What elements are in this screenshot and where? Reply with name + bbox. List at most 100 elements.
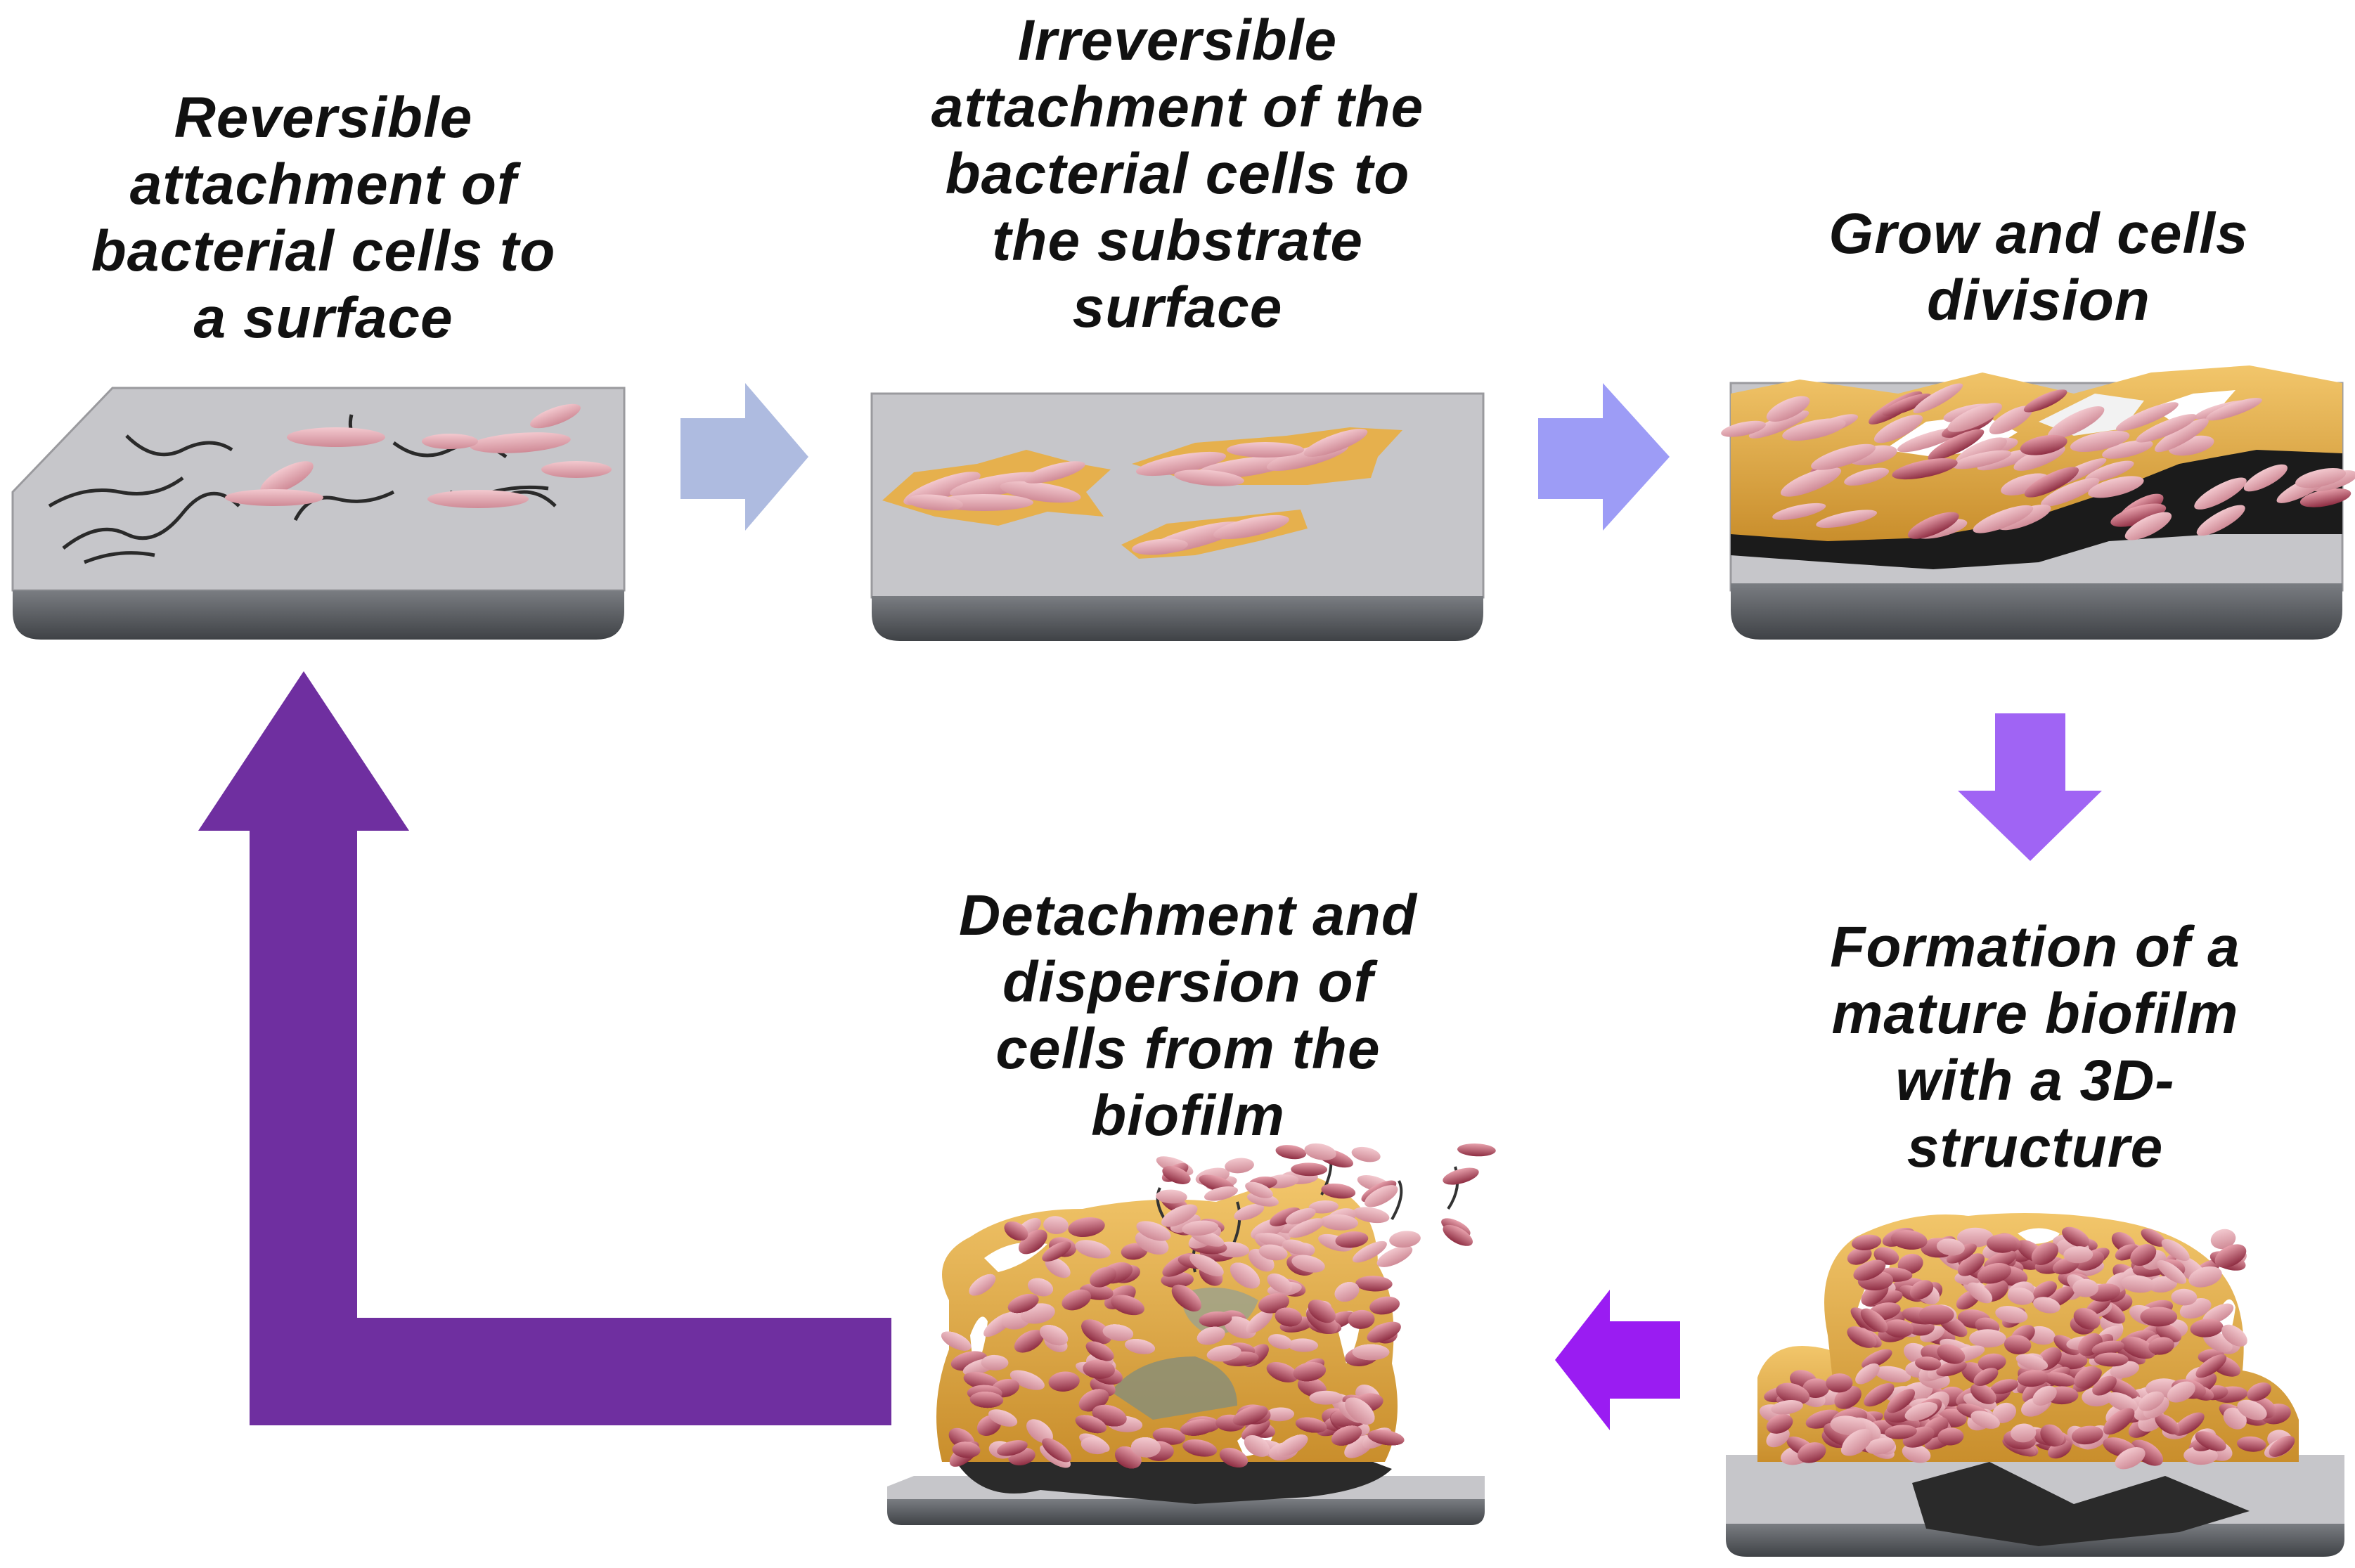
bacterial-cell (1389, 1231, 1421, 1248)
bacterial-cell (1270, 1207, 1301, 1226)
bacterial-cell (1245, 1181, 1273, 1198)
bacterial-cell (969, 1392, 1004, 1408)
bacterial-cell (1780, 467, 1842, 497)
bacterial-cell (1111, 1295, 1144, 1316)
bacterial-cell (1721, 420, 1766, 437)
bacterial-cell (2040, 1424, 2065, 1447)
flagellum (48, 476, 184, 508)
bacterial-cell (225, 489, 323, 506)
bacterial-cell (1816, 510, 1877, 529)
bacterial-cell (1024, 461, 1085, 484)
bacterial-cell (1892, 458, 1958, 480)
bacterial-cell (1048, 1371, 1080, 1392)
bacterial-cell (981, 1354, 1009, 1371)
bacterial-cell (1234, 1203, 1265, 1221)
flagellum (1391, 1180, 1403, 1220)
bacterial-cell (2110, 503, 2167, 527)
bacterial-cell (941, 1331, 972, 1351)
bacterial-cell (1282, 1239, 1310, 1255)
bacterial-cell (1897, 1253, 1923, 1274)
bacterial-cell (1443, 1224, 1473, 1246)
bacterial-cell (1847, 1326, 1877, 1348)
panel-mature-biofilm (1726, 1213, 2344, 1557)
bacterial-cell (1907, 512, 1959, 539)
bacterial-cell (1136, 1221, 1171, 1241)
bacterial-cell (1199, 1311, 1232, 1328)
bacterial-cell (969, 1274, 996, 1296)
bacterial-cell (1275, 1145, 1307, 1160)
bacterial-cell (1004, 1222, 1028, 1241)
bacterial-cell (2115, 1447, 2146, 1470)
bacterial-cell (1125, 1339, 1155, 1354)
bacterial-cell (1913, 383, 1963, 414)
bacterial-cell (1161, 1204, 1198, 1227)
bacterial-cell (1040, 1325, 1069, 1346)
bacterial-cell (2102, 440, 2153, 459)
bacterial-cell (1135, 451, 1227, 477)
bacterial-cell (1083, 1359, 1115, 1379)
bacterial-cell (1772, 503, 1826, 520)
bacterial-cell (1009, 1370, 1045, 1390)
bacterial-cell (1189, 1253, 1224, 1277)
bacterial-cell (2136, 414, 2197, 443)
bacterial-cell (2033, 1281, 2057, 1300)
bacterial-cell (1928, 429, 1985, 461)
bacterial-cell (2190, 1318, 2224, 1337)
bacterial-cell (1995, 1306, 2028, 1323)
bacterial-cell (1348, 1309, 1375, 1329)
bacterial-cell (1855, 1363, 1880, 1385)
bacterial-cell (1265, 1407, 1295, 1422)
stage-label-dispersion: Detachment and dispersion of cells from … (959, 883, 1417, 1148)
bacterial-cell (1266, 1361, 1298, 1383)
bacterial-cell (1045, 1257, 1071, 1278)
bacterial-cell (2155, 1413, 2180, 1434)
bacterial-cell (1180, 1419, 1215, 1436)
bacterial-cell (1873, 415, 1923, 443)
bacterial-cell (1865, 1438, 1896, 1455)
bacterial-cell (1174, 469, 1244, 486)
bacterial-cell (1320, 1214, 1359, 1231)
bacterial-cell (2017, 1370, 2048, 1387)
bacterial-cell (1156, 1189, 1187, 1204)
bacterial-cell (1204, 1186, 1238, 1201)
cells-group (941, 1143, 1496, 1469)
bacterial-cell (2073, 1307, 2101, 1330)
bacterial-cell (1230, 1262, 1260, 1289)
bacterial-cell (1364, 1185, 1398, 1207)
bacterial-cell (2167, 1381, 2195, 1403)
bacterial-cell (2196, 505, 2245, 536)
bacterial-cell (2138, 1391, 2164, 1411)
bacterial-cell (2195, 1354, 2227, 1378)
bacterial-cell (1275, 1307, 1302, 1327)
bacterial-cell (2247, 1382, 2271, 1401)
bacterial-cell (1367, 1321, 1401, 1343)
bacterial-cell (1219, 1447, 1249, 1468)
bacterial-cell (2004, 1335, 2032, 1355)
bacterial-cell (1291, 1162, 1328, 1177)
bacterial-cell (1232, 1405, 1268, 1426)
bacterial-cell (1776, 1382, 1810, 1405)
bacterial-cell (1990, 1379, 2019, 1394)
arrow-left-icon (1555, 1290, 1680, 1430)
bacterial-cell (1977, 1353, 2006, 1372)
bacterial-cell (2001, 473, 2049, 495)
bacterial-cell (1947, 403, 2002, 432)
bacterial-cell (1007, 1294, 1039, 1314)
bacterial-cell (530, 403, 581, 429)
bacterial-cell (2237, 1399, 2267, 1420)
bacterial-cell (1334, 1282, 1360, 1302)
bacterial-cell (2033, 1297, 2060, 1314)
bacterial-cell (1081, 1319, 1111, 1345)
bacterial-cell (1973, 1368, 1999, 1386)
bacterial-cell (1977, 448, 2039, 471)
bacterial-cell (2011, 1423, 2037, 1443)
bacterial-cell (2106, 1392, 2138, 1413)
bacterial-cell (1904, 1402, 1938, 1421)
bacterial-cell (1291, 1255, 1325, 1273)
bacterial-cell (2130, 1244, 2157, 1266)
bacterial-cell (1182, 1439, 1218, 1457)
bacterial-cell (2236, 1436, 2266, 1452)
bacterial-cell (1367, 1430, 1405, 1446)
bacterial-cell (1970, 1411, 2000, 1429)
